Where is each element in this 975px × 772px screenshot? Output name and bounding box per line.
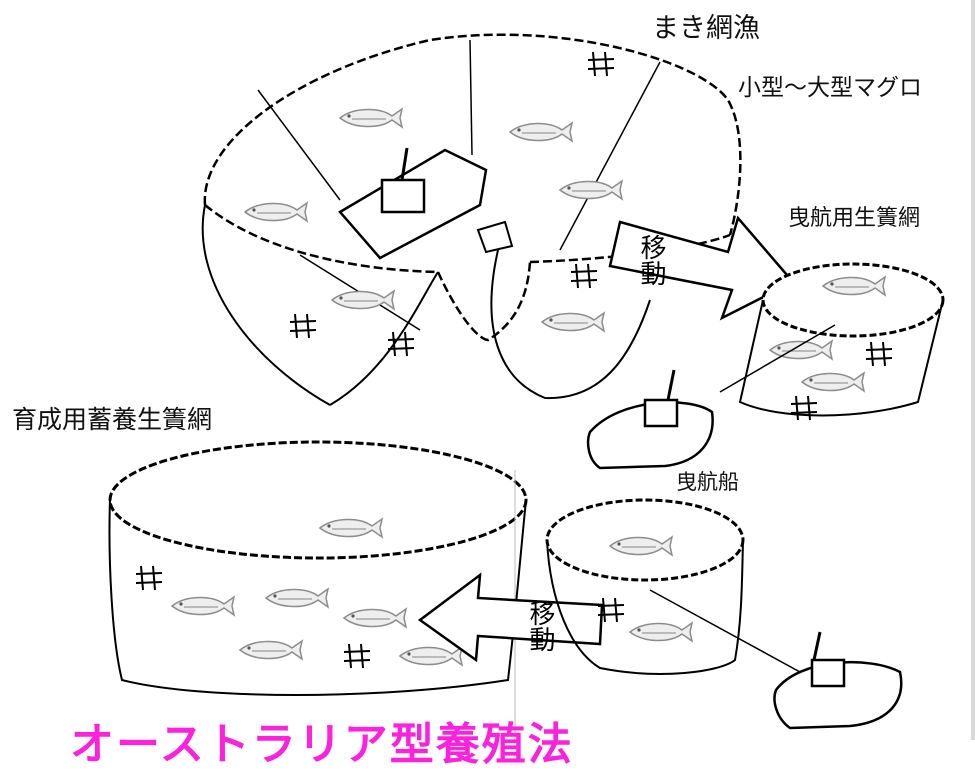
fish-icon bbox=[509, 122, 573, 142]
fish-icon bbox=[399, 646, 463, 666]
fish-icon bbox=[265, 588, 329, 608]
grow-cage bbox=[108, 440, 528, 696]
purse-seine-net bbox=[201, 33, 742, 406]
diagram-title: オーストラリア型養殖法 bbox=[70, 719, 574, 770]
net-mark-icon bbox=[570, 263, 598, 289]
tow-cage-label: 曳航用生簀網 bbox=[788, 206, 921, 231]
tow-cage bbox=[738, 262, 945, 421]
right-edge-divider bbox=[971, 0, 975, 740]
net-mark-icon bbox=[587, 51, 615, 77]
fish-icon bbox=[331, 290, 395, 310]
fish-icon bbox=[629, 622, 693, 642]
fish-icon bbox=[541, 312, 605, 332]
tuna-size-label: 小型〜大型マグロ bbox=[738, 75, 922, 101]
seine-boat bbox=[338, 147, 514, 260]
move-arrow-1-label: 移動 bbox=[636, 234, 666, 286]
fish-icon bbox=[171, 596, 235, 616]
tow-boat-2 bbox=[773, 631, 903, 730]
fish-icon bbox=[769, 340, 833, 360]
move-arrow-left bbox=[417, 572, 604, 663]
grow-cage-label: 育成用蓄養生簀網 bbox=[12, 405, 213, 434]
move-arrow-right bbox=[608, 215, 795, 321]
fish-icon bbox=[239, 640, 303, 660]
net-mark-icon bbox=[135, 565, 163, 591]
tow-cage-2 bbox=[545, 498, 745, 675]
move-arrow-2-label: 移動 bbox=[525, 600, 555, 652]
net-mark-icon bbox=[790, 395, 818, 421]
fish-icon bbox=[343, 608, 407, 628]
fish-icon bbox=[559, 180, 623, 200]
net-mark-icon bbox=[289, 313, 317, 339]
aquaculture-diagram bbox=[108, 33, 945, 740]
fish-icon bbox=[801, 372, 865, 392]
net-mark-icon bbox=[865, 341, 893, 367]
fish-icon bbox=[244, 202, 308, 222]
fish-icon bbox=[339, 108, 403, 128]
tow-boat-label: 曳航船 bbox=[676, 470, 739, 494]
net-mark-icon bbox=[343, 643, 371, 669]
tow-boat-1 bbox=[586, 369, 714, 470]
purse-seine-label: まき網漁 bbox=[652, 13, 760, 44]
